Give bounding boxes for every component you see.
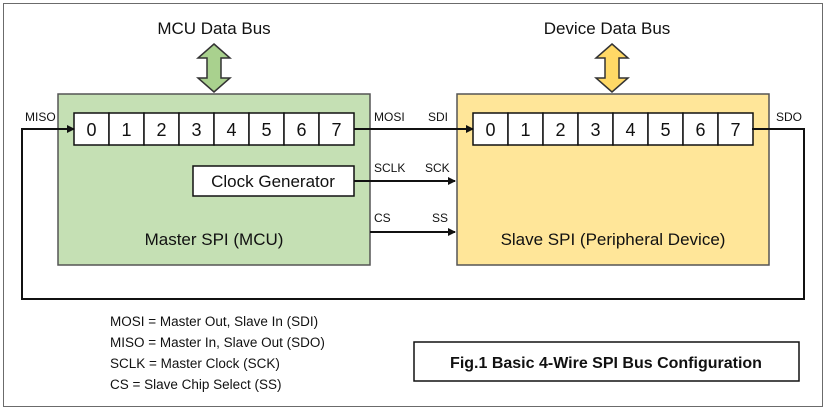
master-register-bit-label: 6 (296, 120, 306, 140)
caption-box (413, 341, 800, 382)
slave-spi-label: Slave SPI (Peripheral Device) (501, 230, 726, 249)
master-register-bit-label: 0 (86, 120, 96, 140)
master-register-bit-label: 7 (331, 120, 341, 140)
master-register-cell (108, 112, 145, 146)
cs-label: CS (374, 211, 391, 225)
clock-generator-box (192, 165, 355, 197)
mcu-data-bus-label: MCU Data Bus (157, 19, 270, 38)
master-spi-label: Master SPI (MCU) (145, 230, 284, 249)
miso-loop-line (21, 125, 805, 300)
legend-miso: MISO = Master In, Slave Out (SDO) (110, 335, 325, 350)
slave-register-bit-label: 6 (695, 120, 705, 140)
slave-register-cell (612, 112, 649, 146)
slave-register-bit-label: 1 (520, 120, 530, 140)
legend-cs: CS = Slave Chip Select (SS) (110, 377, 281, 392)
clock-generator-label: Clock Generator (211, 172, 335, 191)
legend-sclk: SCLK = Master Clock (SCK) (110, 356, 280, 371)
slave-register-cell (472, 112, 509, 146)
slave-register-cell (507, 112, 544, 146)
master-register-cell (213, 112, 250, 146)
mcu-data-bus-arrow (196, 43, 232, 93)
slave-register-bit-label: 4 (625, 120, 635, 140)
slave-register-bit-label: 0 (485, 120, 495, 140)
master-register-cell (283, 112, 320, 146)
slave-register-cell (542, 112, 579, 146)
master-register-bit-label: 5 (261, 120, 271, 140)
master-register-cell (248, 112, 285, 146)
sclk-label: SCLK (374, 161, 405, 175)
master-shift-register: 0 1 2 3 4 5 6 7 (73, 112, 355, 146)
slave-shift-register: 0 1 2 3 4 5 6 7 (472, 112, 754, 146)
mosi-label: MOSI (374, 110, 405, 124)
legend-mosi: MOSI = Master Out, Slave In (SDI) (110, 314, 318, 329)
slave-register-bit-label: 7 (730, 120, 740, 140)
ss-label: SS (432, 211, 448, 225)
master-register-bit-label: 2 (156, 120, 166, 140)
sdi-label: SDI (428, 110, 448, 124)
device-data-bus-label: Device Data Bus (544, 19, 671, 38)
slave-register-cell (647, 112, 684, 146)
slave-register-cell (717, 112, 754, 146)
master-register-bit-label: 1 (121, 120, 131, 140)
miso-label: MISO (25, 110, 56, 124)
master-register-cell (178, 112, 215, 146)
master-register-bit-label: 4 (226, 120, 236, 140)
master-register-bit-label: 3 (191, 120, 201, 140)
sck-label: SCK (425, 161, 450, 175)
slave-register-bit-label: 5 (660, 120, 670, 140)
figure-caption: Fig.1 Basic 4-Wire SPI Bus Configuration (450, 355, 762, 372)
device-data-bus-arrow (594, 43, 630, 93)
slave-register-bit-label: 2 (555, 120, 565, 140)
slave-register-bit-label: 3 (590, 120, 600, 140)
sdo-label: SDO (776, 110, 802, 124)
